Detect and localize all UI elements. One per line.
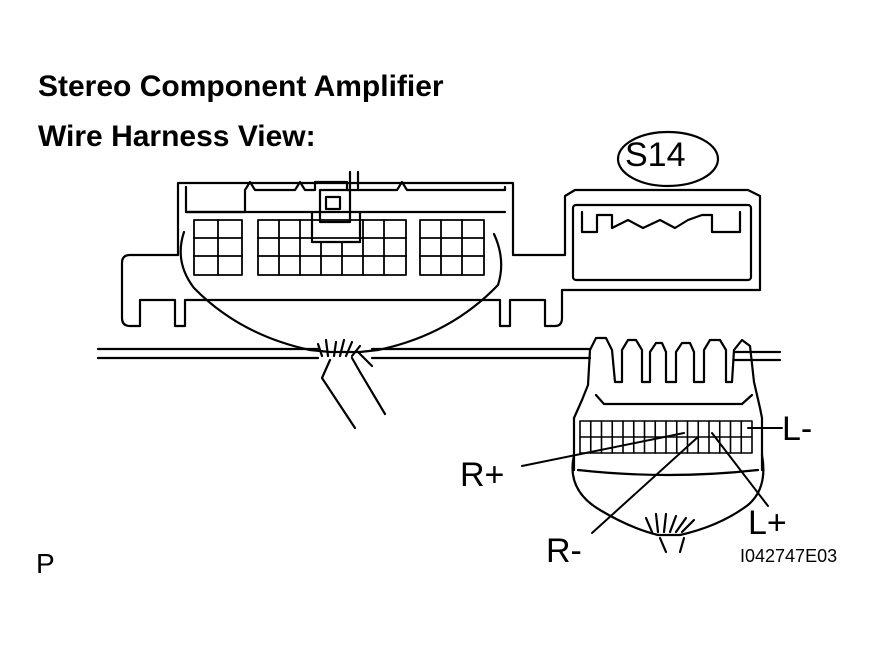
figure-code: I042747E03: [740, 546, 838, 566]
pin-label-l-minus: L-: [782, 410, 813, 448]
amplifier-pin-blocks: [193, 219, 485, 276]
pin-label-r-plus: R+: [460, 456, 505, 494]
amplifier-housing: [120, 170, 762, 328]
amplifier-harness-wrap: [179, 230, 503, 430]
diagram-subtitle: Wire Harness View:: [38, 120, 316, 153]
panel-lines: [96, 347, 782, 362]
connector-id-label: S14: [625, 136, 686, 174]
s14-connector: [572, 130, 764, 477]
pin-label-r-minus: R-: [546, 532, 582, 570]
corner-letter: P: [36, 548, 55, 579]
s14-harness-wrap: [571, 453, 765, 554]
diagram-title: Stereo Component Amplifier: [38, 70, 444, 103]
pin-leader-lines: [521, 427, 783, 534]
pin-label-l-plus: L+: [748, 504, 787, 542]
